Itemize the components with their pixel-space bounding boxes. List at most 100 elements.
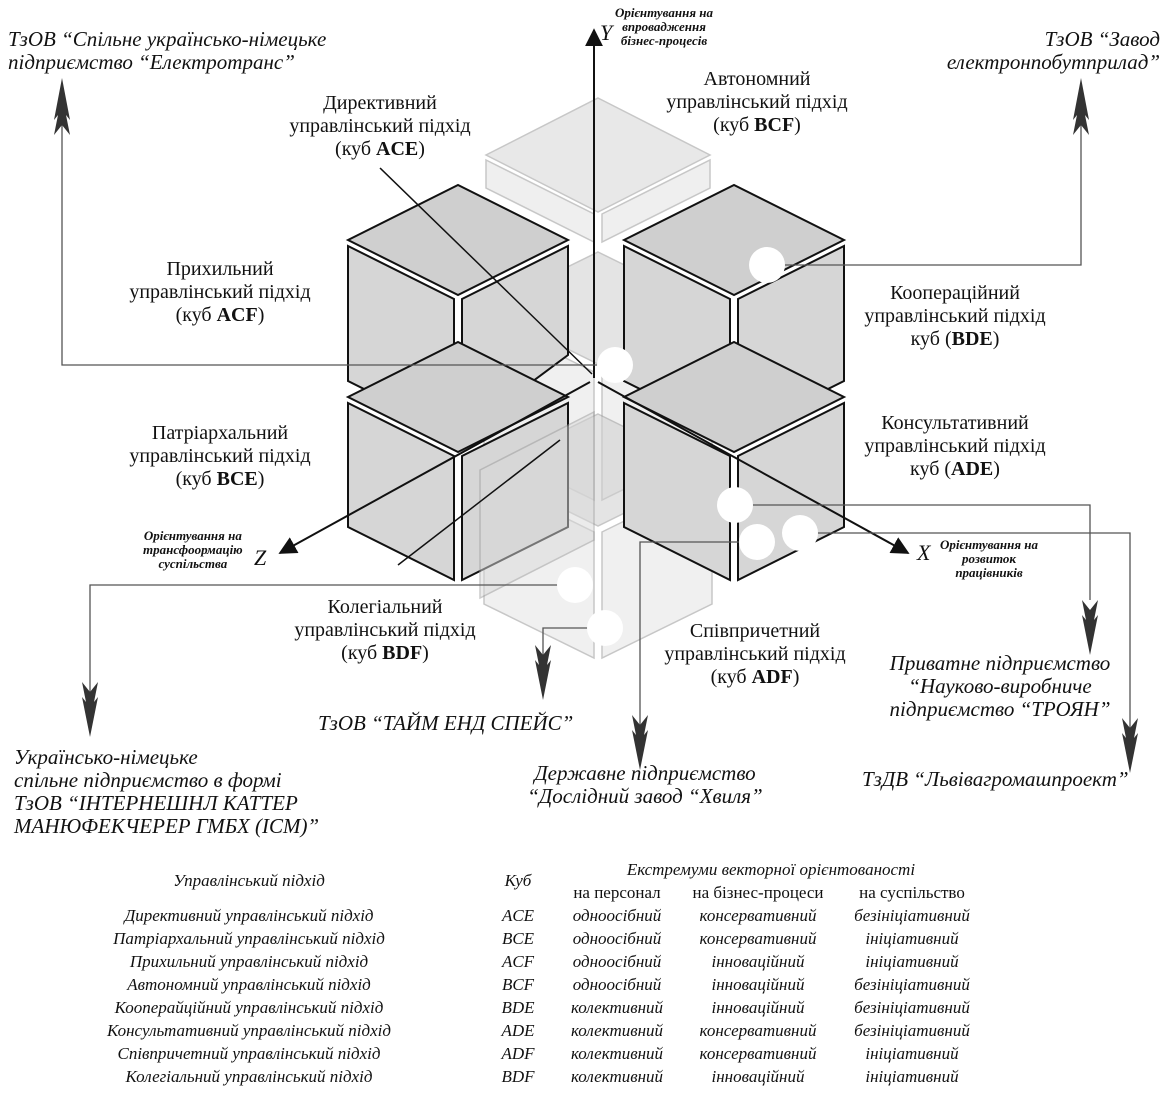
cube-label-pre: (куб <box>175 304 217 326</box>
cube-label-post: ) <box>794 114 801 136</box>
cell-personnel: колективний <box>570 997 664 1017</box>
pointer-bdf <box>397 439 561 566</box>
cube-label-line: управлінський підхід <box>664 643 846 665</box>
cube-label-line: управлінський підхід <box>129 445 311 467</box>
label-ace: Директивний управлінський підхід (куб AC… <box>265 92 495 161</box>
org-line: підприємство “Електротранс” <box>8 50 295 74</box>
cell-cube: BDE <box>501 997 535 1017</box>
cube-label-line: управлінський підхід <box>294 619 476 641</box>
cube-label-line: Патріархальний <box>151 422 289 444</box>
cube-code: BCE <box>216 468 258 490</box>
table-row: Прихильний управлінський підхід ACF одно… <box>15 950 989 973</box>
org-line: електронпобутприлад” <box>946 50 1160 74</box>
table-row: Патріархальний управлінський підхід BCE … <box>15 927 989 950</box>
cell-business: інноваційний <box>711 951 805 971</box>
cube-label-line: управлінський підхід <box>864 435 1046 457</box>
z-axis-letter: Z <box>254 545 267 570</box>
table-row: Автономний управлінський підхід BCF одно… <box>15 973 989 996</box>
cube-label-pre: куб ( <box>910 328 952 350</box>
cube-label-post: ) <box>257 304 265 326</box>
cube-code: ADE <box>951 458 994 480</box>
cube-label-pre: (куб <box>335 138 377 160</box>
table-subheader-row: на персонал на бізнес-процеси на суспіль… <box>15 881 989 904</box>
cell-approach: Колегіальний управлінський підхід <box>125 1066 373 1086</box>
cube-label-pre: (куб <box>341 642 383 664</box>
cube-label-post: ) <box>257 468 265 490</box>
label-acf: Прихильний управлінський підхід (куб ACF… <box>105 258 335 327</box>
cube-ade <box>621 340 847 582</box>
org-elektrotrans: ТзОВ “Спільне українсько-німецьке підпри… <box>8 28 326 74</box>
y-axis-letter: Y <box>600 20 613 45</box>
cell-society: безініціативний <box>854 1020 970 1040</box>
org-zavod: ТзОВ “Завод електронпобутприлад” <box>905 28 1160 74</box>
org-taim: ТзОВ “ТАЙМ ЕНД СПЕЙС” <box>318 712 573 735</box>
x-note-line: розвиток <box>962 551 1016 566</box>
cell-business: інноваційний <box>711 997 805 1017</box>
cell-cube: ADF <box>501 1043 535 1063</box>
org-line: спільне підприємство в формі <box>14 768 282 792</box>
x-note-line: Орієнтування на <box>940 537 1038 552</box>
approach-table: Управлінський підхід Куб Екстремуми вект… <box>15 858 989 1088</box>
cell-approach: Директивний управлінський підхід <box>124 905 374 925</box>
cube-label-line: управлiнський пiдхiд <box>864 305 1046 327</box>
x-axis-note: Орієнтування на розвиток працівників <box>940 538 1038 580</box>
cell-society: ініціативний <box>865 1043 959 1063</box>
org-khvylia: Державне підприємство “Дослідний завод “… <box>505 762 785 808</box>
cell-society: безініціативний <box>854 997 970 1017</box>
cell-approach: Автономний управлінський підхід <box>127 974 371 994</box>
cube-code: BDF <box>382 642 423 664</box>
cell-personnel: колективний <box>570 1043 664 1063</box>
connector-circles <box>557 247 818 646</box>
org-line: “Науково-виробниче <box>908 674 1092 698</box>
cube-label-line: управлінський підхід <box>129 281 311 303</box>
cell-society: безініціативний <box>854 905 970 925</box>
cell-business: інноваційний <box>711 974 805 994</box>
cell-business: консервативний <box>699 928 817 948</box>
table-row: Консультативний управлінський підхід ADE… <box>15 1019 989 1042</box>
header-approach: Управлінський підхід <box>173 871 325 890</box>
cell-approach: Співпричетний управлінський підхід <box>117 1043 381 1063</box>
cube-label-line: Колегіальний <box>327 596 443 618</box>
z-note-line: суспільства <box>158 556 228 571</box>
header-business: на бізнес-процеси <box>692 882 824 902</box>
cell-cube: ACF <box>501 951 535 971</box>
table-row: Колегіальний управлінський підхід BDF ко… <box>15 1065 989 1088</box>
org-line: ТзОВ “ІНТЕРНЕШНЛ КАТТЕР <box>14 791 298 815</box>
x-axis-letter: X <box>917 540 931 565</box>
table-row: Кооперайційний управлінський підхід BDE … <box>15 996 989 1019</box>
x-note-line: працівників <box>955 565 1023 580</box>
cube-bcf <box>484 97 712 244</box>
org-line: МАНЮФЕКЧЕРЕР ГМБХ (ICM)” <box>14 814 320 838</box>
y-axis-note: Орієнтування на впровадження бізнес-проц… <box>615 6 713 48</box>
z-axis <box>278 381 591 554</box>
cell-personnel: одноосібний <box>572 905 662 925</box>
y-note-line: впровадження <box>622 19 706 34</box>
pointer-ace <box>379 167 593 375</box>
cell-society: ініціативний <box>865 1066 959 1086</box>
cell-approach: Прихильний управлінський підхід <box>129 951 369 971</box>
cube-label-line: Консультативний <box>881 412 1029 434</box>
table-row: Співпричетний управлінський підхід ADF к… <box>15 1042 989 1065</box>
cell-approach: Консультативний управлінський підхід <box>106 1020 391 1040</box>
header-personnel: на персонал <box>573 882 661 902</box>
z-note-line: трансфоормацію <box>143 542 243 557</box>
header-society: на суспільство <box>859 882 965 902</box>
org-troyan: Приватне підприємство “Науково-виробниче… <box>865 652 1135 721</box>
cell-business: консервативний <box>699 1020 817 1040</box>
cube-bdf <box>479 410 595 600</box>
cube-diagram <box>54 28 1138 773</box>
table-row: Директивний управлінський підхід ACE одн… <box>15 904 989 927</box>
cube-label-line: Співпричетний <box>689 620 821 642</box>
cell-society: ініціативний <box>865 951 959 971</box>
cube-label-pre: куб ( <box>910 458 952 480</box>
cube-label-pre: (куб <box>175 468 217 490</box>
cell-approach: Кооперайційний управлінський підхід <box>114 997 384 1017</box>
header-group: Екстремуми векторної орієнтованості <box>626 859 916 879</box>
cube-label-post: ) <box>992 328 1000 350</box>
cell-personnel: одноосібний <box>572 974 662 994</box>
cell-personnel: одноосібний <box>572 928 662 948</box>
table-header-row: Управлінський підхід Куб Екстремуми вект… <box>15 858 989 891</box>
org-line: ТзОВ “Завод <box>1044 27 1160 51</box>
label-bde: Кооперацiйний управлiнський пiдхiд куб (… <box>840 282 1070 351</box>
label-ade: Консультативний управлінський підхід куб… <box>840 412 1070 481</box>
